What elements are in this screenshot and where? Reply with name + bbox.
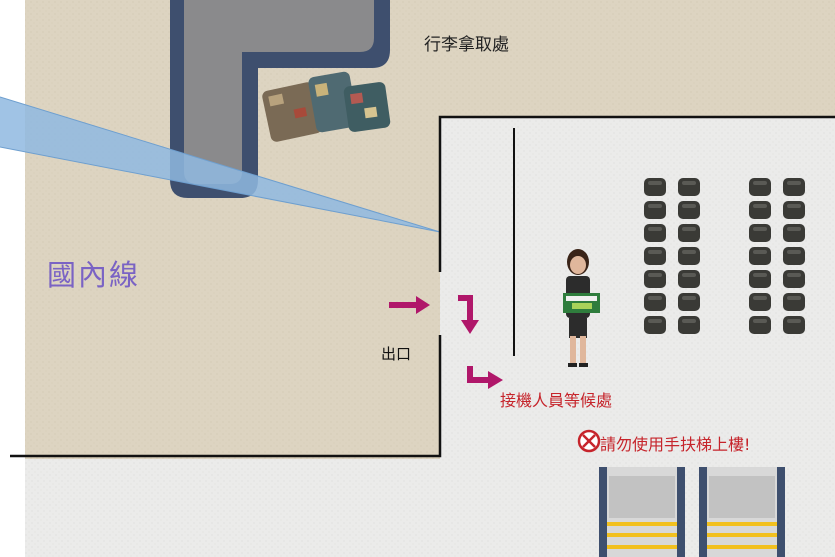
seat-icon (749, 201, 771, 219)
seat-icon (783, 247, 805, 265)
seat-highlight (787, 181, 801, 185)
escalator-right (699, 467, 785, 557)
seat-highlight (682, 181, 696, 185)
seat-highlight (753, 181, 767, 185)
seat-highlight (787, 296, 801, 300)
escalator-left (599, 467, 685, 557)
seat-highlight (648, 273, 662, 277)
seat-icon (678, 178, 700, 196)
baggage-belt-surface (184, 0, 374, 184)
seating-area (644, 178, 805, 334)
no-escalator-warning: 請勿使用手扶梯上樓! (600, 435, 751, 454)
seat-highlight (753, 273, 767, 277)
seat-highlight (682, 204, 696, 208)
seat-icon (678, 224, 700, 242)
seat-icon (644, 270, 666, 288)
seat-icon (644, 247, 666, 265)
arrow-turn-right-icon (467, 366, 503, 389)
seat-icon (749, 270, 771, 288)
seat-icon (783, 316, 805, 334)
seat-icon (678, 316, 700, 334)
seat-highlight (682, 296, 696, 300)
seat-highlight (648, 181, 662, 185)
wall-top (438, 115, 835, 272)
seat-highlight (753, 227, 767, 231)
seat-icon (749, 178, 771, 196)
seat-icon (678, 270, 700, 288)
arrow-down-icon (458, 295, 479, 334)
seat-icon (783, 224, 805, 242)
seat-highlight (648, 227, 662, 231)
seat-highlight (753, 296, 767, 300)
seat-highlight (787, 319, 801, 323)
waiting-area-label: 接機人員等候處 (500, 391, 613, 410)
seat-icon (644, 316, 666, 334)
seat-highlight (787, 204, 801, 208)
domestic-label: 國內線 (47, 258, 141, 292)
seat-icon (644, 178, 666, 196)
seat-icon (644, 293, 666, 311)
wall-lower (10, 335, 442, 458)
seat-highlight (648, 204, 662, 208)
seat-highlight (753, 250, 767, 254)
seat-icon (678, 247, 700, 265)
baggage-claim-label: 行李拿取處 (424, 35, 509, 55)
seat-highlight (648, 250, 662, 254)
seat-highlight (682, 273, 696, 277)
waiting-room-texture (440, 117, 835, 459)
seat-highlight (787, 250, 801, 254)
seat-icon (644, 201, 666, 219)
seat-icon (644, 224, 666, 242)
seat-highlight (682, 319, 696, 323)
greeter-figure (563, 249, 600, 367)
seat-highlight (787, 227, 801, 231)
seat-icon (783, 270, 805, 288)
seat-icon (749, 293, 771, 311)
seat-highlight (682, 250, 696, 254)
arrow-right-icon (389, 296, 430, 314)
seat-highlight (753, 319, 767, 323)
seat-highlight (787, 273, 801, 277)
no-entry-icon (577, 429, 601, 453)
seat-icon (749, 224, 771, 242)
seat-icon (678, 293, 700, 311)
exit-label: 出口 (381, 345, 412, 363)
seat-icon (783, 178, 805, 196)
seat-icon (749, 316, 771, 334)
seat-icon (783, 201, 805, 219)
seat-highlight (753, 204, 767, 208)
seat-icon (783, 293, 805, 311)
luggage-icon (262, 71, 391, 142)
seat-highlight (648, 296, 662, 300)
seat-highlight (682, 227, 696, 231)
seat-icon (678, 201, 700, 219)
seat-icon (749, 247, 771, 265)
seat-highlight (648, 319, 662, 323)
